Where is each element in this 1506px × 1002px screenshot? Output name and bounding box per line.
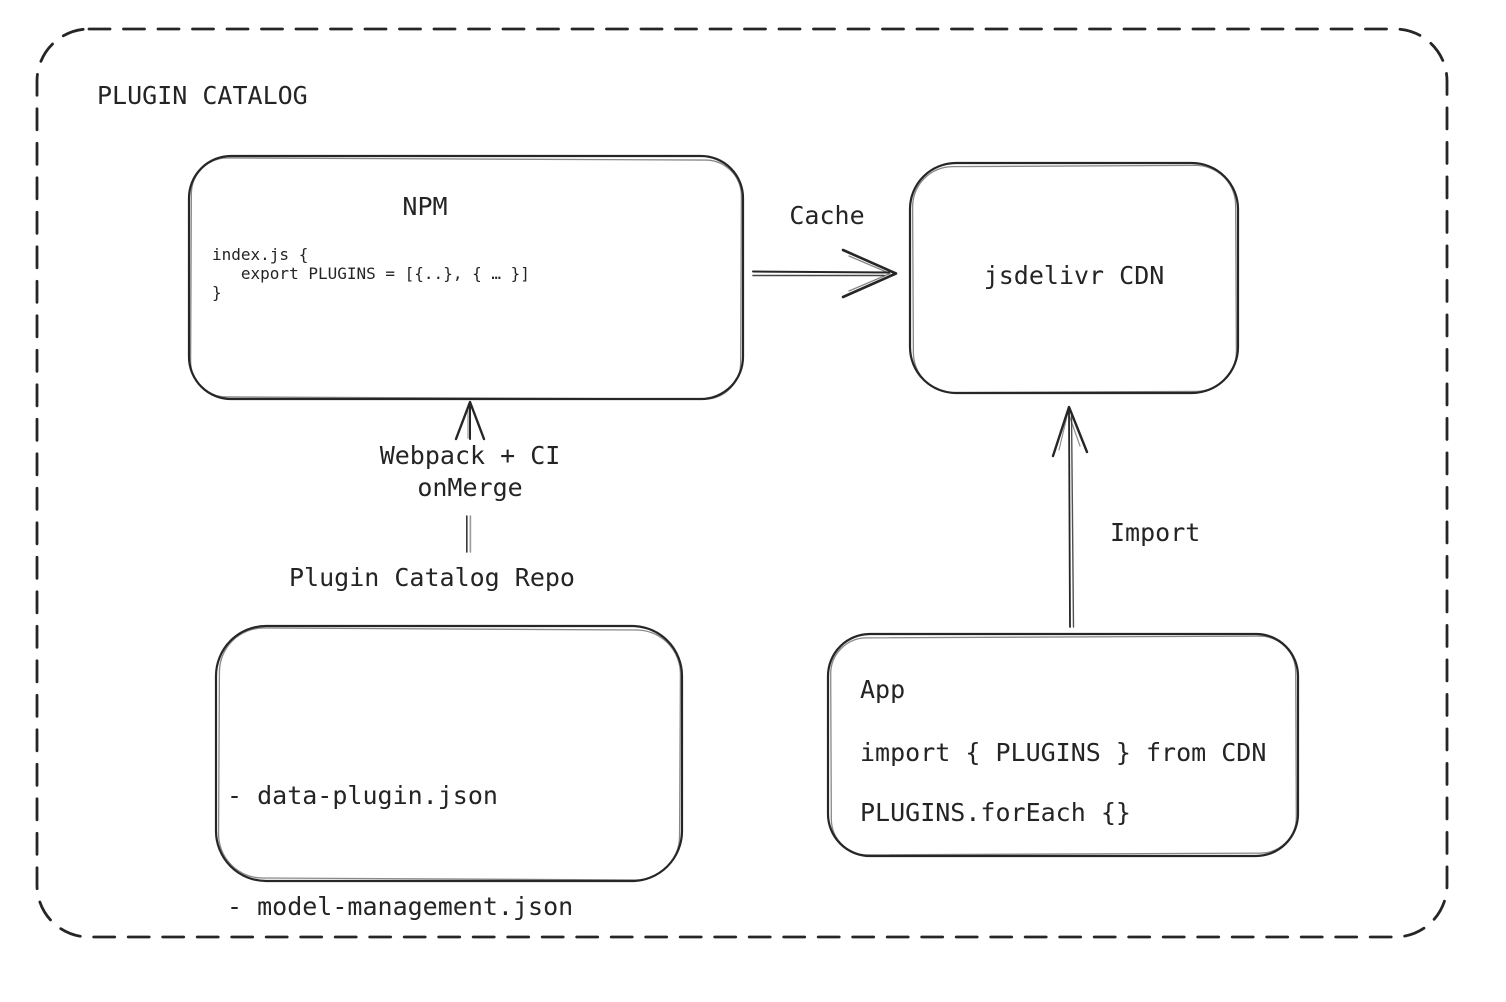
repo-box-shape — [214, 624, 684, 883]
build-edge-label: Webpack + CI onMerge — [379, 441, 561, 502]
cache-edge-label: Cache — [789, 201, 865, 230]
build-arrow — [454, 400, 486, 553]
repo-file-item: - data-plugin.json — [227, 781, 498, 810]
app-box-shape — [826, 632, 1300, 858]
npm-code-snippet: index.js { export PLUGINS = [{..}, { … }… — [212, 245, 530, 302]
import-edge-label: Import — [1110, 518, 1201, 547]
app-box-title: App — [860, 675, 906, 704]
repo-file-list: - data-plugin.json - model-management.js… — [227, 703, 573, 1002]
app-code-line: PLUGINS.forEach {} — [860, 798, 1131, 827]
import-arrow — [1051, 405, 1089, 628]
app-code-line: import { PLUGINS } from CDN — [860, 738, 1267, 767]
repo-file-item: - model-management.json — [227, 892, 574, 921]
npm-box-title: NPM — [402, 192, 448, 221]
repo-box-title: Plugin Catalog Repo — [289, 563, 575, 592]
cdn-box-shape — [908, 161, 1240, 395]
npm-box-shape — [187, 154, 745, 401]
diagram-title: PLUGIN CATALOG — [97, 81, 308, 110]
cdn-box-label: jsdelivr CDN — [983, 261, 1165, 290]
cache-arrow — [752, 248, 898, 299]
